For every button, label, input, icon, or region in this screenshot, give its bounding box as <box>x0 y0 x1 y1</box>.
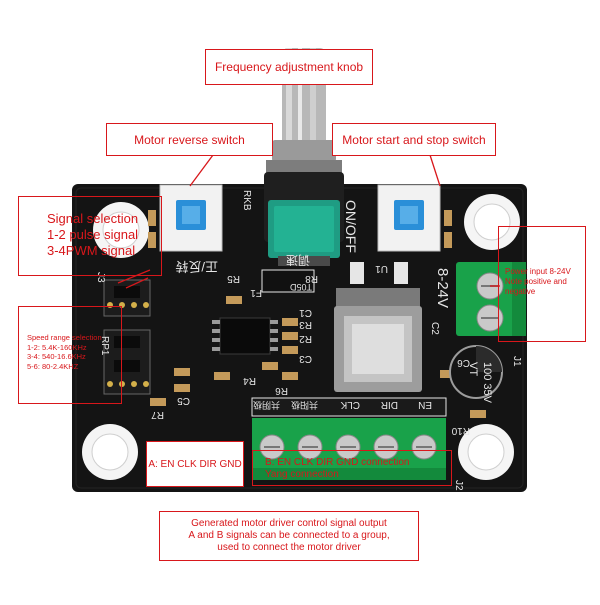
silk-ref-r7: R7 <box>151 409 164 420</box>
silk-tol: T05D <box>289 282 312 292</box>
callout-connectors <box>117 154 500 289</box>
silk-ref-r6: R6 <box>275 385 288 396</box>
mounting-hole-bottom-right <box>458 424 514 480</box>
silk-pin-2: CLK <box>340 399 360 410</box>
callout-speed-range: Speed range selection 1-2: 5.4K-160KHz 3… <box>18 306 122 404</box>
callout-reverse-switch-text: Motor reverse switch <box>134 132 245 147</box>
fuse-chip <box>261 269 315 293</box>
callout-signal-selection: Signal selection 1-2 pulse signal 3-4PWM… <box>18 196 162 276</box>
silk-speed: 调速 <box>286 253 310 267</box>
callout-start-stop-text: Motor start and stop switch <box>342 132 486 147</box>
silk-ref-r2: R2 <box>299 333 312 344</box>
callout-frequency-knob: Frequency adjustment knob <box>205 49 373 85</box>
silk-ref-c2: C2 <box>429 322 440 335</box>
silk-ref-r3: R3 <box>299 319 312 330</box>
power-terminal-block <box>456 262 526 336</box>
ic-chip <box>212 317 278 355</box>
connection-line1: B: EN CLK DIR GND connection <box>265 457 410 468</box>
speed-range-title: Speed range selection <box>27 333 102 342</box>
output-signal-line2: A and B signals can be connected to a gr… <box>188 530 390 541</box>
silk-on-off: ON/OFF <box>343 200 359 253</box>
silk-voltage: 8-24V <box>434 268 451 308</box>
silk-ref-j2: J2 <box>453 480 464 491</box>
silk-ref-c5: C5 <box>177 395 190 406</box>
reverse-push-button <box>159 184 223 252</box>
silk-pin-4: EN <box>418 399 432 410</box>
silk-ref-f1: F1 <box>250 287 262 298</box>
silk-ref-rp1: RP1 <box>99 336 110 356</box>
silk-ref-u1: U1 <box>375 263 388 274</box>
power-input-line2: Note positive and <box>505 277 567 286</box>
signal-selection-line1: 1-2 pulse signal <box>47 227 139 242</box>
mounting-hole-top-left <box>93 202 149 258</box>
silk-rkb: RKB <box>241 190 252 211</box>
start-stop-push-button <box>377 184 441 252</box>
callout-pins-a: A: EN CLK DIR GND <box>146 441 244 487</box>
mounting-hole-top-right <box>464 194 520 250</box>
signal-selection-title: Signal selection <box>47 211 139 226</box>
output-signal-line1: Generated motor driver control signal ou… <box>191 518 387 529</box>
silk-ref-c6: C6 <box>457 357 470 368</box>
callout-start-stop: Motor start and stop switch <box>332 123 496 156</box>
callout-power-input: Power input 8-24V Note positive and nega… <box>498 226 586 342</box>
speed-range-line2: 3-4: 540-16.6KHz <box>27 352 86 361</box>
speed-range-line3: 5-6: 80-2.4KHZ <box>27 361 79 371</box>
potentiometer-knob <box>264 48 344 266</box>
jumper-header-speed <box>103 329 151 395</box>
silk-ref-r4: R4 <box>243 375 256 386</box>
power-input-line3: negative <box>505 287 536 296</box>
connection-line2: Yang connection <box>265 469 339 480</box>
power-input-line1: Power input 8-24V <box>505 267 571 276</box>
silk-fwd-rev: 正/反转 <box>175 259 218 274</box>
electrolytic-capacitor <box>449 345 503 399</box>
pin-label-strip <box>251 397 447 417</box>
output-signal-line3: used to connect the motor driver <box>217 542 361 553</box>
silk-ref-j3: J3 <box>95 272 106 283</box>
silk-ref-j1: J1 <box>511 356 522 367</box>
silk-pin-0: 共阴极 <box>253 400 280 411</box>
silk-pin-1: 共阳极 <box>291 400 318 411</box>
silk-cap-vt: VT <box>467 362 479 376</box>
silk-ref-c3: C3 <box>299 353 312 364</box>
callout-reverse-switch: Motor reverse switch <box>106 123 273 156</box>
silk-ref-c1: C1 <box>299 307 312 318</box>
silk-ref-r8: R8 <box>305 273 318 284</box>
smd-components <box>148 210 486 418</box>
callout-frequency-knob-text: Frequency adjustment knob <box>214 60 364 74</box>
silk-ref-r10: R10 <box>451 425 470 436</box>
voltage-regulator <box>334 262 422 392</box>
mounting-hole-bottom-left <box>82 424 138 480</box>
output-terminal-block <box>252 418 446 480</box>
callout-connection: B: EN CLK DIR GND connection Yang connec… <box>252 450 452 486</box>
signal-selection-line2: 3-4PWM signal <box>47 243 136 258</box>
silk-pin-3: DIR <box>381 399 398 410</box>
speed-range-line1: 1-2: 5.4K-160KHz <box>27 342 87 352</box>
silk-cap-value: 100 35V <box>481 362 493 404</box>
silk-ref-r5: R5 <box>227 273 240 284</box>
callout-pins-a-text: A: EN CLK DIR GND <box>148 458 242 470</box>
callout-output-signal: Generated motor driver control signal ou… <box>159 511 419 561</box>
